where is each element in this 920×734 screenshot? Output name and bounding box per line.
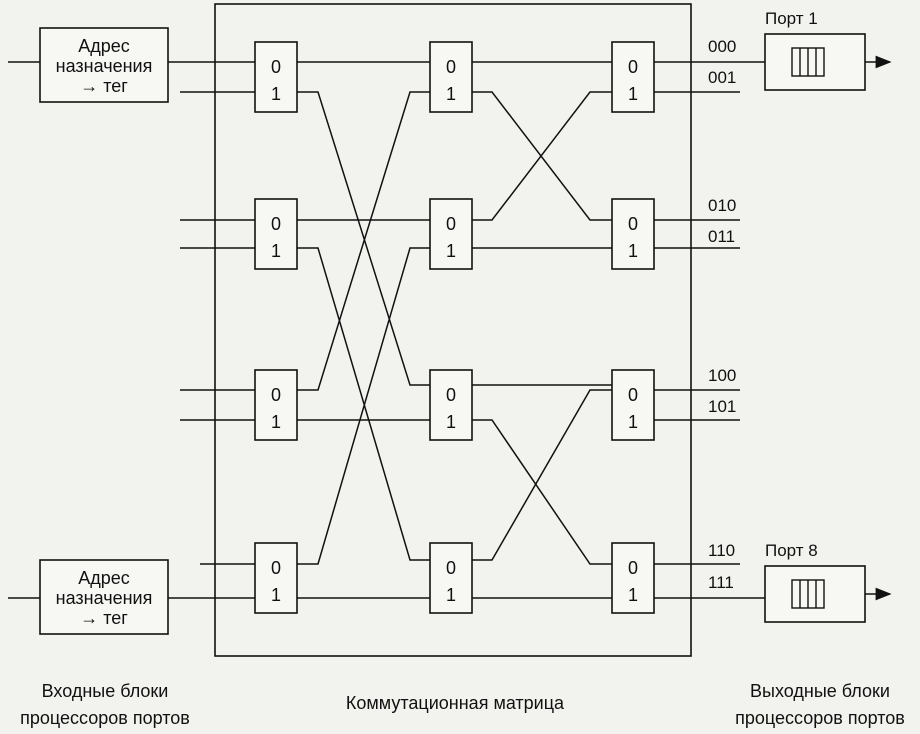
caption-output-line2: процессоров портов xyxy=(735,708,905,728)
svg-text:0: 0 xyxy=(446,214,456,234)
svg-text:1: 1 xyxy=(271,412,281,432)
input-block-top-line3: → тег xyxy=(80,76,128,96)
svg-text:0: 0 xyxy=(271,558,281,578)
switch-s1-3 xyxy=(254,369,298,441)
output-address-labels: 000 001 010 011 100 101 110 111 xyxy=(708,37,736,592)
svg-text:0: 0 xyxy=(446,57,456,77)
switching-matrix-frame xyxy=(214,3,692,657)
output-110: 110 xyxy=(708,541,735,560)
input-block-top-line1: Адрес xyxy=(78,36,130,56)
svg-text:0: 0 xyxy=(628,385,638,405)
switch-s3-3 xyxy=(611,369,655,441)
input-block-top-line2: назначения xyxy=(56,56,153,76)
svg-text:0: 0 xyxy=(271,214,281,234)
svg-text:1: 1 xyxy=(628,585,638,605)
switch-s1-4 xyxy=(254,542,298,614)
switch-s3-2 xyxy=(611,198,655,270)
switch-s3-4 xyxy=(611,542,655,614)
switch-s3-1 xyxy=(611,41,655,113)
output-101: 101 xyxy=(708,397,736,416)
output-000: 000 xyxy=(708,37,736,56)
stage1-stage2-links xyxy=(297,61,430,599)
port-8-label: Порт 8 xyxy=(765,541,818,560)
output-011: 011 xyxy=(708,227,735,246)
caption-input-line1: Входные блоки xyxy=(42,681,169,701)
switch-elements xyxy=(254,41,655,614)
svg-text:0: 0 xyxy=(446,558,456,578)
port-1-label: Порт 1 xyxy=(765,9,818,28)
svg-text:0: 0 xyxy=(446,385,456,405)
switch-port-labels: 0 1 0 1 0 1 0 1 0 1 0 1 0 1 0 1 0 1 0 1 0 1 0 1 xyxy=(271,57,638,605)
input-block-top: Адрес назначения → тег xyxy=(39,27,169,103)
output-port-1: Порт 1 xyxy=(764,9,892,91)
output-100: 100 xyxy=(708,366,736,385)
svg-text:1: 1 xyxy=(446,84,456,104)
output-111: 111 xyxy=(708,573,734,592)
output-010: 010 xyxy=(708,196,736,215)
caption-output-line1: Выходные блоки xyxy=(750,681,890,701)
svg-text:0: 0 xyxy=(628,57,638,77)
svg-text:1: 1 xyxy=(446,585,456,605)
svg-text:0: 0 xyxy=(628,214,638,234)
svg-text:1: 1 xyxy=(271,585,281,605)
svg-text:1: 1 xyxy=(271,84,281,104)
switch-s1-2 xyxy=(254,198,298,270)
svg-text:0: 0 xyxy=(271,385,281,405)
input-block-bottom: Адрес назначения → тег xyxy=(39,559,169,635)
svg-text:0: 0 xyxy=(271,57,281,77)
svg-text:1: 1 xyxy=(628,412,638,432)
input-block-bottom-line1: Адрес xyxy=(78,568,130,588)
output-lines xyxy=(654,61,765,599)
switch-s1-1 xyxy=(254,41,298,113)
svg-text:1: 1 xyxy=(446,241,456,261)
switch-s2-2 xyxy=(429,198,473,270)
switch-s2-4 xyxy=(429,542,473,614)
input-block-bottom-line2: назначения xyxy=(56,588,153,608)
switch-s2-3 xyxy=(429,369,473,441)
captions: Входные блоки процессоров портов Коммута… xyxy=(20,681,905,728)
switch-s2-1 xyxy=(429,41,473,113)
svg-text:1: 1 xyxy=(628,241,638,261)
svg-text:0: 0 xyxy=(628,558,638,578)
output-001: 001 xyxy=(708,68,736,87)
input-block-bottom-line3: → тег xyxy=(80,608,128,628)
port-8-queue-icon xyxy=(791,579,825,609)
svg-text:1: 1 xyxy=(271,241,281,261)
port-1-queue-icon xyxy=(791,47,825,77)
stage2-stage3-links xyxy=(472,61,612,599)
svg-text:1: 1 xyxy=(446,412,456,432)
svg-text:1: 1 xyxy=(628,84,638,104)
input-lines xyxy=(8,61,255,599)
output-port-8: Порт 8 xyxy=(764,541,892,623)
caption-matrix: Коммутационная матрица xyxy=(346,693,565,713)
caption-input-line2: процессоров портов xyxy=(20,708,190,728)
